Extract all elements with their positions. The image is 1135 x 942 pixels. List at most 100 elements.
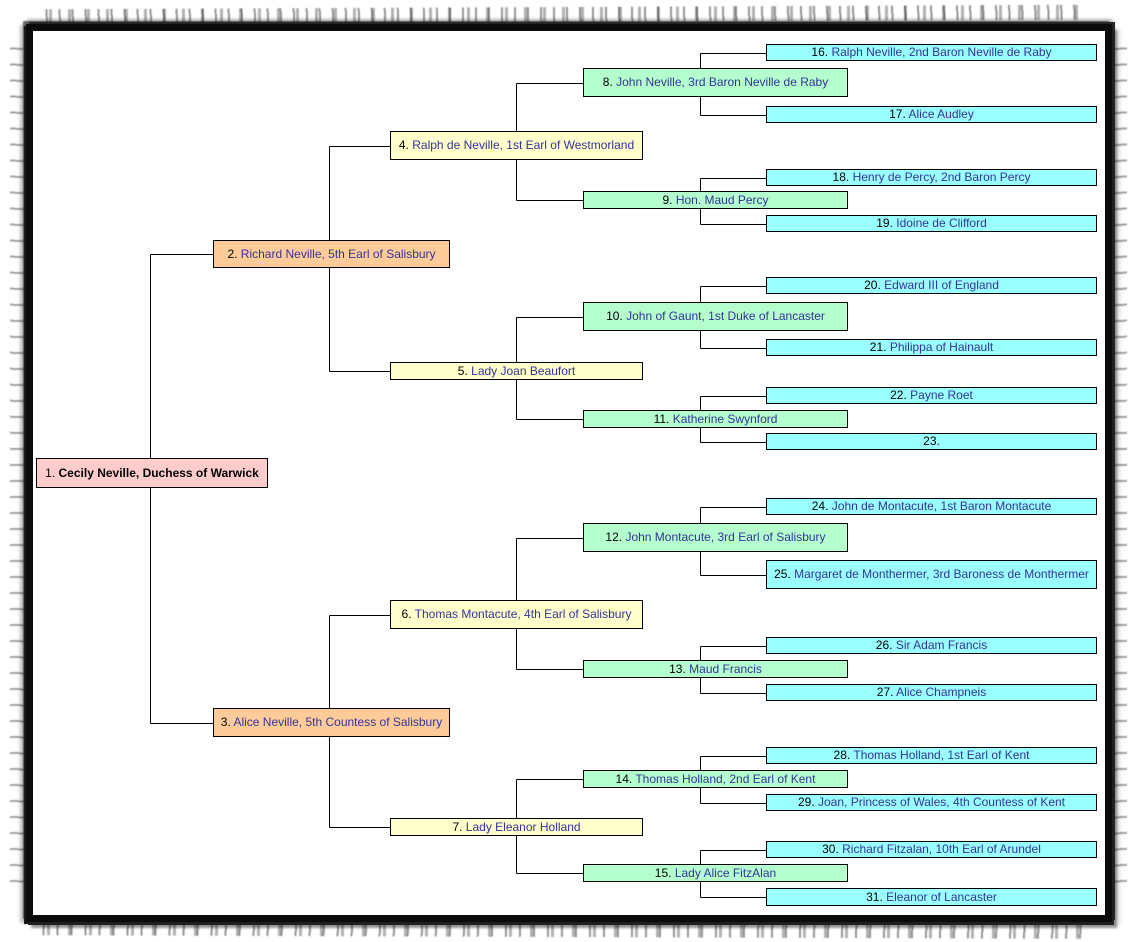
person-box-23[interactable]: 23. xyxy=(766,433,1097,450)
person-name: Alice Audley xyxy=(908,107,974,121)
person-name: John of Gaunt, 1st Duke of Lancaster xyxy=(626,309,825,323)
person-name: Edward III of England xyxy=(884,278,999,292)
person-label: 6. Thomas Montacute, 4th Earl of Salisbu… xyxy=(402,608,632,621)
person-label: 23. xyxy=(923,435,940,448)
person-name: Richard Fitzalan, 10th Earl of Arundel xyxy=(842,842,1041,856)
person-label: 28. Thomas Holland, 1st Earl of Kent xyxy=(834,749,1030,762)
person-box-20[interactable]: 20. Edward III of England xyxy=(766,277,1097,294)
person-box-28[interactable]: 28. Thomas Holland, 1st Earl of Kent xyxy=(766,747,1097,764)
person-name: John Neville, 3rd Baron Neville de Raby xyxy=(616,75,829,89)
person-number: 23. xyxy=(923,434,940,448)
person-name: Margaret de Monthermer, 3rd Baroness de … xyxy=(794,567,1089,581)
person-name: Eleanor of Lancaster xyxy=(886,889,997,904)
person-label: 15. Lady Alice FitzAlan xyxy=(655,865,777,880)
person-box-17[interactable]: 17. Alice Audley xyxy=(766,106,1097,123)
person-name: Payne Roet xyxy=(910,388,973,402)
person-box-10[interactable]: 10. John of Gaunt, 1st Duke of Lancaster xyxy=(583,302,848,331)
person-label: 27. Alice Champneis xyxy=(877,686,986,699)
person-number: 22. xyxy=(890,388,907,402)
person-box-2[interactable]: 2. Richard Neville, 5th Earl of Salisbur… xyxy=(213,240,450,268)
person-label: 30. Richard Fitzalan, 10th Earl of Arund… xyxy=(822,843,1041,856)
person-number: 25. xyxy=(774,567,791,581)
person-label: 11. Katherine Swynford xyxy=(653,411,778,426)
person-box-6[interactable]: 6. Thomas Montacute, 4th Earl of Salisbu… xyxy=(390,600,643,629)
person-label: 4. Ralph de Neville, 1st Earl of Westmor… xyxy=(399,139,634,152)
person-number: 20. xyxy=(864,278,881,292)
person-name: Lady Alice FitzAlan xyxy=(674,865,777,880)
person-box-19[interactable]: 19. Idoine de Clifford xyxy=(766,215,1097,232)
person-box-30[interactable]: 30. Richard Fitzalan, 10th Earl of Arund… xyxy=(766,841,1097,858)
person-number: 24. xyxy=(811,499,829,513)
person-box-3[interactable]: 3. Alice Neville, 5th Countess of Salisb… xyxy=(213,708,450,737)
person-box-4[interactable]: 4. Ralph de Neville, 1st Earl of Westmor… xyxy=(390,131,643,160)
person-box-5[interactable]: 5. Lady Joan Beaufort xyxy=(390,362,643,380)
person-number: 14. xyxy=(615,771,633,786)
person-label: 16. Ralph Neville, 2nd Baron Neville de … xyxy=(811,46,1051,59)
person-label: 31. Eleanor of Lancaster xyxy=(866,889,997,904)
person-number: 19. xyxy=(876,216,893,230)
person-box-24[interactable]: 24. John de Montacute, 1st Baron Montacu… xyxy=(766,498,1097,515)
person-number: 11. xyxy=(653,411,670,426)
person-number: 18. xyxy=(832,170,850,184)
person-label: 26. Sir Adam Francis xyxy=(876,639,987,652)
person-box-7[interactable]: 7. Lady Eleanor Holland xyxy=(390,818,643,836)
person-number: 10. xyxy=(606,309,623,323)
person-number: 9. xyxy=(662,192,673,207)
person-box-8[interactable]: 8. John Neville, 3rd Baron Neville de Ra… xyxy=(583,68,848,97)
person-box-26[interactable]: 26. Sir Adam Francis xyxy=(766,637,1097,654)
person-box-9[interactable]: 9. Hon. Maud Percy xyxy=(583,191,848,209)
person-name: Maud Francis xyxy=(689,661,762,676)
person-number: 5. xyxy=(457,363,468,378)
person-name: Ralph de Neville, 1st Earl of Westmorlan… xyxy=(412,138,635,152)
person-box-13[interactable]: 13. Maud Francis xyxy=(583,660,848,678)
person-box-11[interactable]: 11. Katherine Swynford xyxy=(583,410,848,428)
person-box-15[interactable]: 15. Lady Alice FitzAlan xyxy=(583,864,848,882)
person-box-25[interactable]: 25. Margaret de Monthermer, 3rd Baroness… xyxy=(766,560,1097,589)
person-name: Lady Eleanor Holland xyxy=(465,819,581,834)
person-box-29[interactable]: 29. Joan, Princess of Wales, 4th Countes… xyxy=(766,794,1097,811)
person-name: Katherine Swynford xyxy=(672,411,778,426)
person-label: 25. Margaret de Monthermer, 3rd Baroness… xyxy=(774,568,1089,581)
person-name: Idoine de Clifford xyxy=(896,216,987,230)
person-number: 3. xyxy=(220,715,231,729)
person-name: John Montacute, 3rd Earl of Salisbury xyxy=(625,530,826,544)
person-box-18[interactable]: 18. Henry de Percy, 2nd Baron Percy xyxy=(766,169,1097,186)
person-box-31[interactable]: 31. Eleanor of Lancaster xyxy=(766,888,1097,906)
person-name: Hon. Maud Percy xyxy=(675,192,769,207)
person-label: 13. Maud Francis xyxy=(669,661,762,676)
person-label: 20. Edward III of England xyxy=(864,279,999,292)
person-number: 21. xyxy=(869,340,887,354)
person-box-12[interactable]: 12. John Montacute, 3rd Earl of Salisbur… xyxy=(583,523,848,552)
person-label: 5. Lady Joan Beaufort xyxy=(457,363,575,378)
person-number: 29. xyxy=(797,795,815,809)
person-label: 24. John de Montacute, 1st Baron Montacu… xyxy=(812,500,1052,513)
person-name: Thomas Holland, 2nd Earl of Kent xyxy=(635,771,816,786)
person-label: 29. Joan, Princess of Wales, 4th Countes… xyxy=(798,796,1065,809)
person-number: 6. xyxy=(401,607,412,621)
person-box-16[interactable]: 16. Ralph Neville, 2nd Baron Neville de … xyxy=(766,44,1097,61)
person-box-27[interactable]: 27. Alice Champneis xyxy=(766,684,1097,701)
person-name: Alice Neville, 5th Countess of Salisbury xyxy=(233,715,443,729)
person-number: 13. xyxy=(669,661,686,676)
person-name: Joan, Princess of Wales, 4th Countess of… xyxy=(818,795,1066,809)
person-label: 10. John of Gaunt, 1st Duke of Lancaster xyxy=(606,310,825,323)
person-box-1[interactable]: 1. Cecily Neville, Duchess of Warwick xyxy=(36,458,268,488)
person-number: 7. xyxy=(452,819,463,834)
person-number: 16. xyxy=(811,45,829,59)
person-number: 30. xyxy=(822,842,839,856)
person-label: 3. Alice Neville, 5th Countess of Salisb… xyxy=(221,716,442,729)
person-number: 2. xyxy=(227,246,238,261)
person-label: 7. Lady Eleanor Holland xyxy=(452,819,581,834)
person-box-22[interactable]: 22. Payne Roet xyxy=(766,387,1097,404)
person-name: Sir Adam Francis xyxy=(895,638,988,652)
person-box-21[interactable]: 21. Philippa of Hainault xyxy=(766,339,1097,356)
person-box-14[interactable]: 14. Thomas Holland, 2nd Earl of Kent xyxy=(583,770,848,788)
person-label: 9. Hon. Maud Percy xyxy=(662,192,769,207)
person-name: Ralph Neville, 2nd Baron Neville de Raby xyxy=(831,45,1052,59)
person-name: Philippa of Hainault xyxy=(889,340,994,354)
person-number: 4. xyxy=(398,138,409,152)
person-number: 8. xyxy=(602,75,613,89)
person-name: John de Montacute, 1st Baron Montacute xyxy=(831,499,1052,513)
person-name: Thomas Montacute, 4th Earl of Salisbury xyxy=(414,607,632,621)
person-name: Cecily Neville, Duchess of Warwick xyxy=(58,465,259,480)
